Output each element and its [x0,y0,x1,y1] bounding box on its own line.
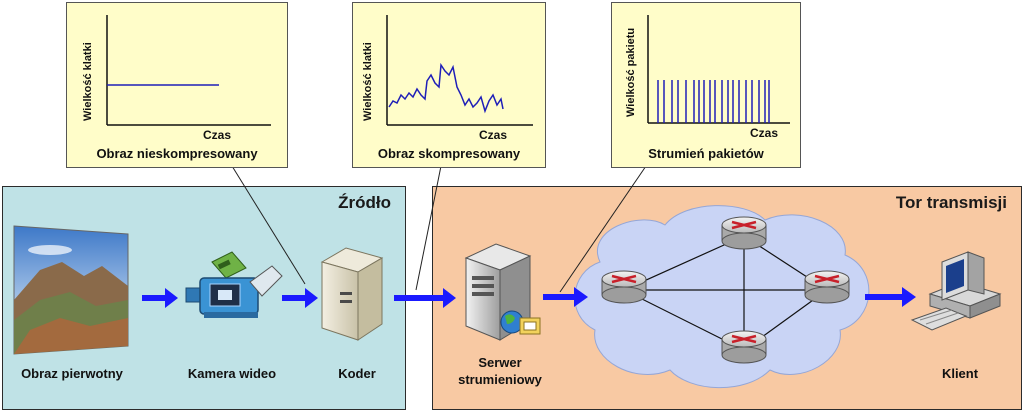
server-icon [464,243,541,341]
chart-uncompressed: Wielkość klatki Czas [82,15,271,142]
caption-packets: Strumień pakietów [648,146,764,161]
xlabel-uncompressed: Czas [203,128,231,142]
label-client: Klient [941,366,979,381]
encoder-tower-icon [320,247,384,341]
xlabel-packets: Czas [750,126,778,140]
label-streaming-server-line1: Serwer [478,355,522,370]
label-streaming-server-line2: strumieniowy [458,372,542,387]
chart-box-uncompressed: Wielkość klatki Czas Obraz nieskompresow… [66,2,288,168]
packet-bars [657,80,770,123]
callout-line-compressed [415,165,442,291]
router-icon-left [601,270,647,304]
label-encoder: Koder [338,366,376,381]
router-icon-right [804,270,850,304]
label-original-image: Obraz pierwotny [21,366,123,381]
callout-line-packets [559,165,647,293]
ylabel-uncompressed: Wielkość klatki [82,42,94,121]
callout-line-uncompressed [231,165,306,285]
transmission-panel-title: Tor transmisji [895,193,1007,212]
chart-compressed: Wielkość klatki Czas [362,15,533,142]
label-video-camera: Kamera wideo [187,366,277,381]
flow-arrows [142,287,916,308]
ylabel-compressed: Wielkość klatki [362,42,374,121]
client-computer-icon [910,251,1002,331]
chart-packets: Wielkość pakietu Czas [625,15,790,140]
video-camera-icon [185,251,283,318]
caption-compressed: Obraz skompresowany [377,146,521,161]
frame-size-line [388,62,504,114]
chart-box-packets: Wielkość pakietu Czas Strumień pakietów [611,2,801,168]
router-icon-bottom [721,330,767,364]
landscape-image [13,225,129,355]
caption-uncompressed: Obraz nieskompresowany [96,146,258,161]
ylabel-packets: Wielkość pakietu [625,28,637,117]
network-cloud [574,205,870,389]
xlabel-compressed: Czas [479,128,507,142]
router-icon-top [721,216,767,250]
source-panel-title: Źródło [338,193,391,212]
chart-box-compressed: Wielkość klatki Czas Obraz skompresowany [352,2,546,168]
